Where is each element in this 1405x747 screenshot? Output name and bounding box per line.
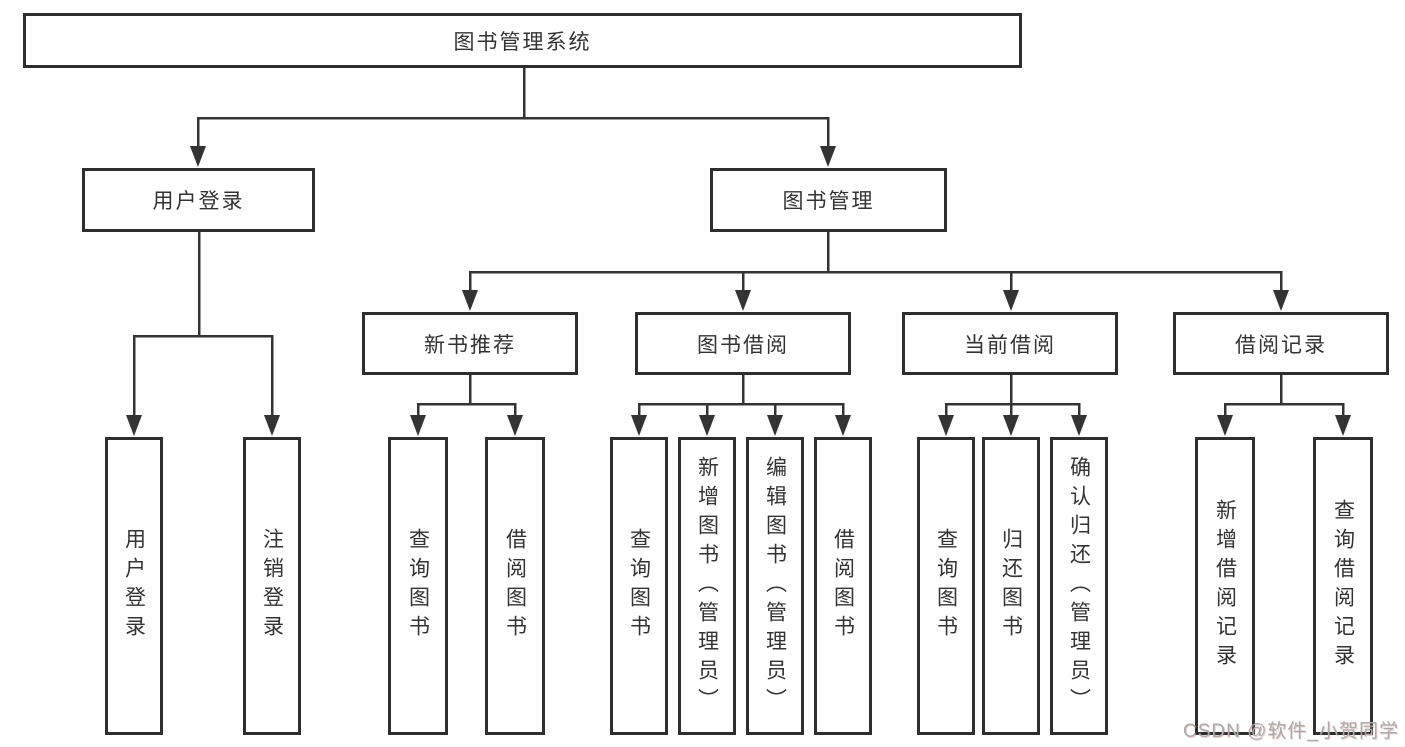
node-label: 用户登录 bbox=[152, 190, 245, 213]
leaf-logout-login: 注销登录 bbox=[243, 437, 301, 735]
node-label: 图书借阅 bbox=[697, 333, 789, 357]
node-new-book-recommendation: 新书推荐 bbox=[362, 312, 578, 375]
node-label: 查询图书 bbox=[934, 528, 958, 644]
leaf-user-login: 用户登录 bbox=[105, 437, 163, 735]
node-library-system: 图书管理系统 bbox=[23, 13, 1022, 68]
node-label: 用户登录 bbox=[122, 528, 146, 644]
leaf-cb-query-books: 查询图书 bbox=[917, 437, 975, 735]
node-label: 查询图书 bbox=[406, 528, 430, 644]
node-book-borrowing: 图书借阅 bbox=[635, 312, 851, 375]
node-label: 新增借阅记录 bbox=[1213, 499, 1237, 673]
node-label: 新书推荐 bbox=[424, 333, 516, 357]
node-label: 图书管理 bbox=[782, 190, 875, 213]
node-label: 借阅记录 bbox=[1235, 333, 1327, 357]
node-label: 当前借阅 bbox=[964, 333, 1056, 357]
leaf-bb-query-books: 查询图书 bbox=[610, 437, 668, 735]
node-label: 确认归还（管理员） bbox=[1067, 455, 1091, 717]
node-label: 借阅图书 bbox=[503, 528, 527, 644]
leaf-bb-add-books-admin: 新增图书（管理员） bbox=[678, 437, 736, 735]
leaf-bb-borrow-books: 借阅图书 bbox=[814, 437, 872, 735]
node-current-borrowing: 当前借阅 bbox=[902, 312, 1118, 375]
leaf-cb-return-books: 归还图书 bbox=[982, 437, 1040, 735]
leaf-cb-confirm-return-admin: 确认归还（管理员） bbox=[1050, 437, 1108, 735]
leaf-br-add-borrow-record: 新增借阅记录 bbox=[1195, 437, 1255, 735]
node-label: 注销登录 bbox=[260, 528, 284, 644]
node-label: 图书管理系统 bbox=[453, 30, 592, 54]
node-user-login: 用户登录 bbox=[82, 168, 315, 232]
node-label: 查询借阅记录 bbox=[1331, 499, 1355, 673]
leaf-br-query-borrow-record: 查询借阅记录 bbox=[1313, 437, 1373, 735]
node-label: 新增图书（管理员） bbox=[695, 455, 719, 717]
node-label: 归还图书 bbox=[999, 528, 1023, 644]
leaf-nb-borrow-books: 借阅图书 bbox=[485, 437, 545, 735]
node-label: 查询图书 bbox=[627, 528, 651, 644]
node-book-management: 图书管理 bbox=[710, 168, 947, 232]
node-borrowing-records: 借阅记录 bbox=[1173, 312, 1389, 375]
node-label: 借阅图书 bbox=[831, 528, 855, 644]
leaf-bb-edit-books-admin: 编辑图书（管理员） bbox=[746, 437, 804, 735]
leaf-nb-query-books: 查询图书 bbox=[388, 437, 448, 735]
node-label: 编辑图书（管理员） bbox=[763, 455, 787, 717]
csdn-watermark: CSDN @软件_小贺同学 bbox=[1183, 721, 1399, 742]
